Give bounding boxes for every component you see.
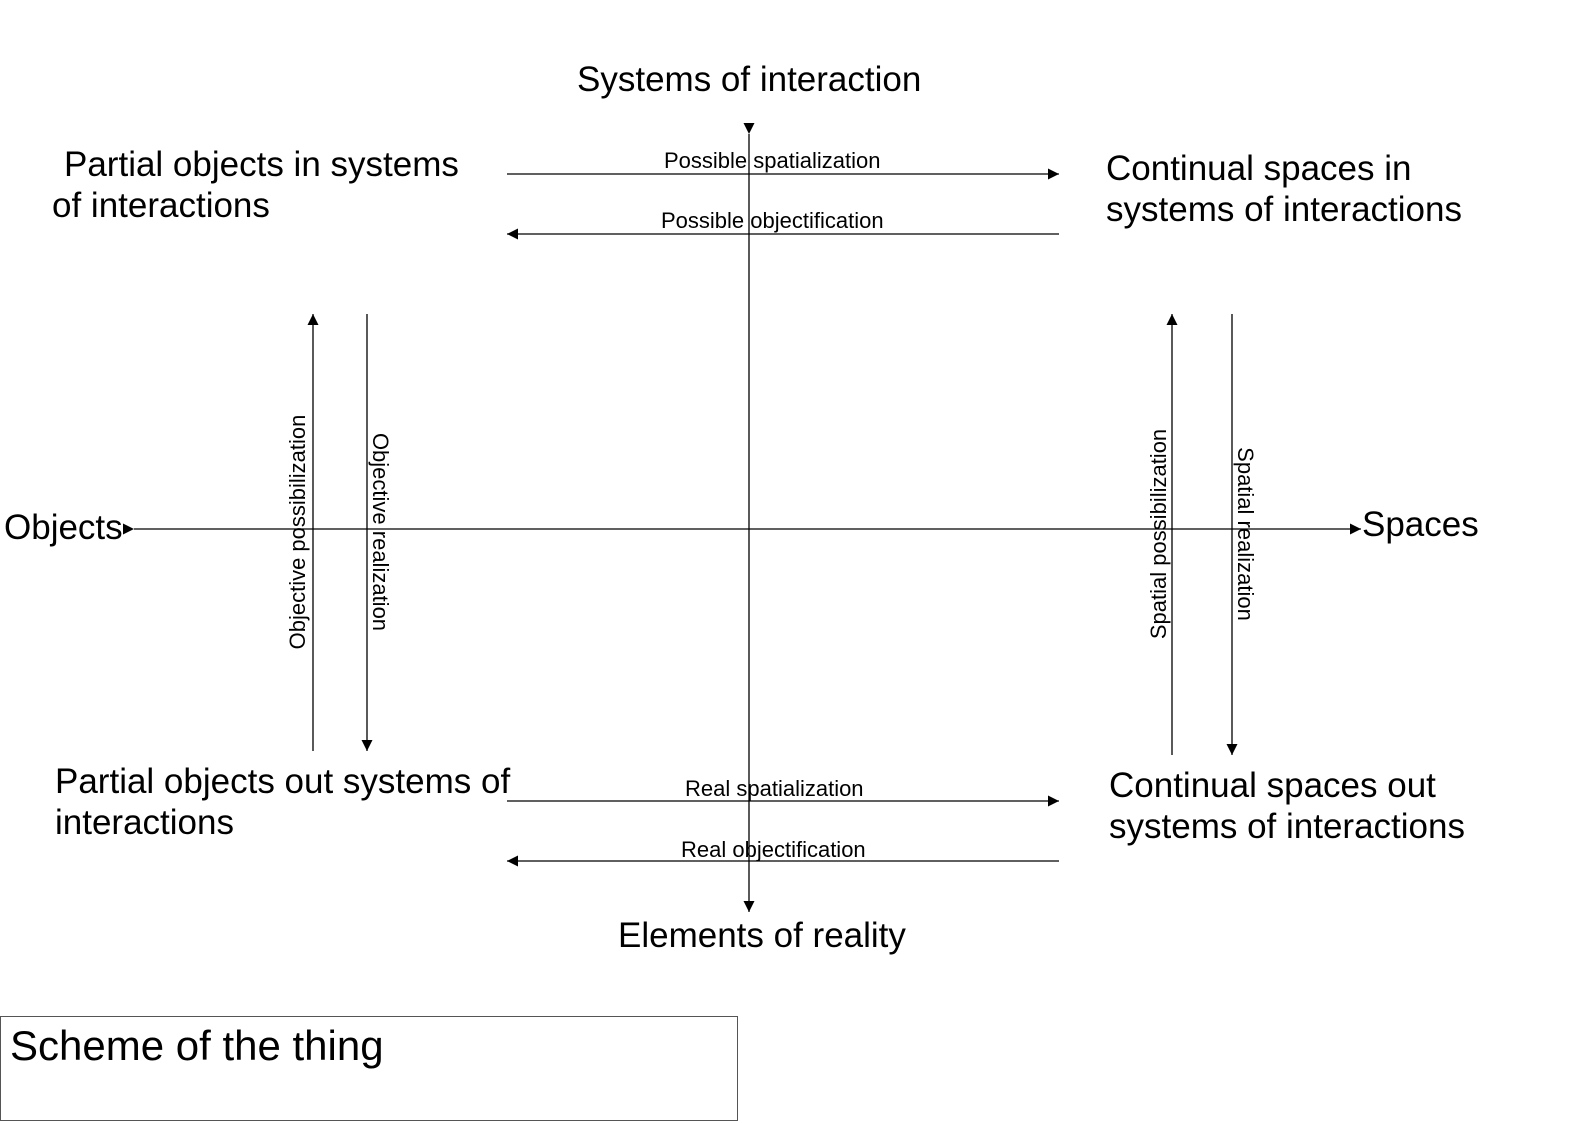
axis-label-left: Objects bbox=[4, 508, 123, 547]
objective-realization-label: Objective realization bbox=[368, 432, 393, 632]
axis-label-bottom: Elements of reality bbox=[618, 916, 906, 955]
possible-objectification-label: Possible objectification bbox=[661, 208, 884, 233]
real-spatialization-label: Real spatialization bbox=[685, 776, 864, 801]
spatial-realization-label: Spatial realization bbox=[1233, 447, 1258, 621]
corner-bottom-right: Continual spaces out systems of interact… bbox=[1109, 766, 1465, 846]
caption-text: Scheme of the thing bbox=[10, 1022, 384, 1069]
possible-spatialization-label: Possible spatialization bbox=[664, 148, 881, 173]
caption-box: Scheme of the thing bbox=[0, 1016, 738, 1121]
real-objectification-label: Real objectification bbox=[681, 837, 866, 862]
corner-bottom-left: Partial objects out systems of interacti… bbox=[55, 762, 511, 842]
axis-label-right: Spaces bbox=[1362, 505, 1479, 544]
axis-label-top: Systems of interaction bbox=[577, 60, 922, 99]
corner-top-left: Partial objects in systems of interactio… bbox=[52, 145, 459, 225]
spatial-possibilization-label: Spatial possibilization bbox=[1146, 428, 1171, 640]
corner-top-right: Continual spaces in systems of interacti… bbox=[1106, 149, 1462, 229]
objective-possibilization-label: Objective possibilization bbox=[285, 414, 310, 650]
